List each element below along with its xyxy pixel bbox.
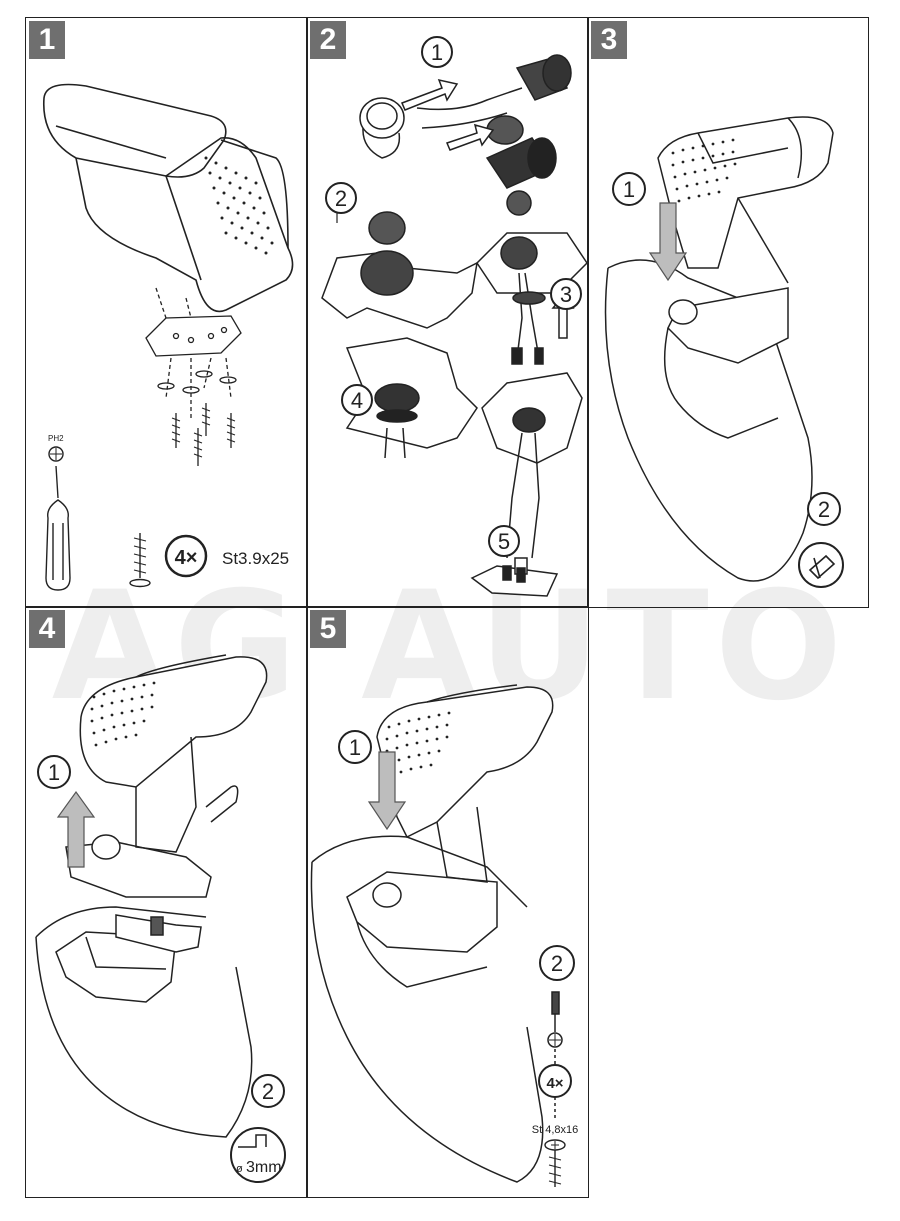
- callout-1: 1: [431, 40, 443, 65]
- screw-icon: [544, 1139, 566, 1187]
- step-badge: 3: [591, 21, 627, 59]
- screw-count: 4×: [175, 547, 198, 569]
- marker-pen-icon: [808, 554, 836, 580]
- callout-2: 2: [262, 1079, 274, 1104]
- callout-4: 4: [351, 388, 363, 413]
- step-badge: 1: [29, 21, 65, 59]
- step-badge: 2: [310, 21, 346, 59]
- armrest-mounting-drawing: 1 2: [604, 116, 844, 588]
- diameter-symbol: ø: [236, 1163, 243, 1175]
- panel-step-4: 4 1 2 ø: [25, 606, 308, 1198]
- armrest-removal-drawing: 1 2 ø 3mm: [35, 654, 286, 1183]
- callout-1: 1: [623, 177, 635, 202]
- perforation-dots: [204, 156, 274, 255]
- callout-1: 1: [349, 735, 361, 760]
- screw-spec: St 4,8x16: [532, 1124, 578, 1136]
- step-badge: 4: [29, 610, 65, 648]
- armrest-exploded-drawing: PH2 4× St3.9x25: [43, 83, 294, 591]
- panel-step-5: 5 1 2: [306, 606, 589, 1198]
- screwdriver-icon: [45, 446, 71, 591]
- up-arrow-icon: [56, 790, 96, 868]
- callout-3: 3: [560, 282, 572, 307]
- screw-count: 4×: [546, 1075, 563, 1092]
- step-badge: 5: [310, 610, 346, 648]
- callout-1: 1: [48, 760, 60, 785]
- callout-2: 2: [551, 951, 563, 976]
- drill-size: 3mm: [246, 1159, 282, 1176]
- panel-step-1: 1: [25, 17, 308, 608]
- callout-2: 2: [818, 497, 830, 522]
- panel-step-3: 3 1 2: [587, 17, 869, 608]
- down-arrow-icon: [367, 751, 407, 831]
- screwdriver-icon: [547, 991, 563, 1119]
- armrest-final-mounting-drawing: 1 2 4× St 4,8x16: [310, 684, 578, 1187]
- usb-socket-installation-drawing: 1 2 3 4 5: [321, 36, 588, 597]
- drill-icon: [238, 1134, 267, 1148]
- callout-5: 5: [498, 529, 510, 554]
- panel-step-2: 2: [306, 17, 589, 608]
- bit-size-label: PH2: [48, 434, 64, 443]
- screw-icon: [129, 533, 151, 588]
- screw-spec: St3.9x25: [222, 549, 289, 568]
- screw-count-circle: [164, 534, 208, 578]
- down-arrow-icon: [648, 202, 688, 282]
- callout-2: 2: [335, 186, 347, 211]
